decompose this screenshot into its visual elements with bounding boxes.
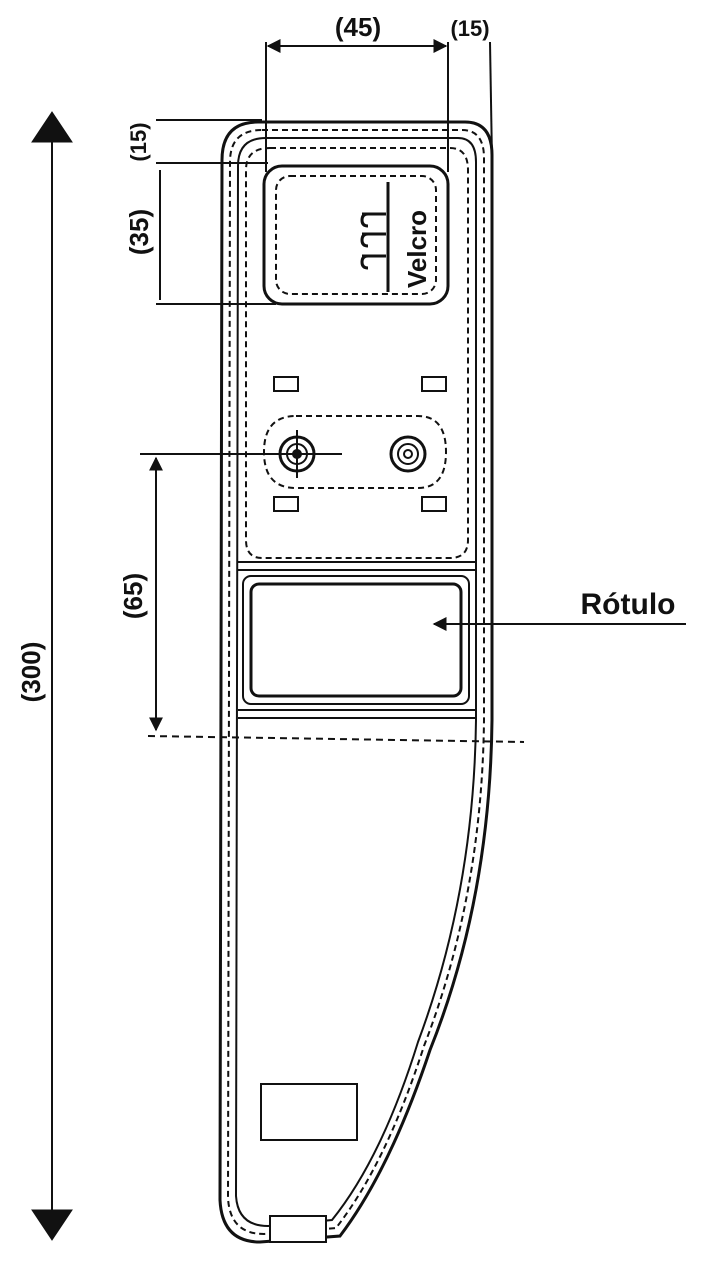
dimension-lines [31, 39, 686, 1241]
dim-35-label: (35) [124, 209, 154, 255]
strap-inner-edge [234, 137, 477, 1228]
dim-15-top-label: (15) [450, 16, 489, 41]
slot-bottom-right [421, 496, 447, 512]
velcro-label: Velcro [402, 210, 432, 288]
dim-65-label: (65) [118, 573, 148, 619]
stud-area [140, 415, 448, 489]
rotulo-label: Rótulo [581, 588, 676, 621]
bottom-tab [269, 1215, 327, 1243]
dim-300-arrow-bottom [31, 1209, 73, 1241]
velcro-pad-stitch [275, 175, 437, 295]
dim-300-label: (300) [16, 642, 46, 703]
stud-area-dashed [262, 415, 448, 489]
label-section [238, 561, 476, 719]
inner-panel-dashed [245, 147, 469, 559]
slot-top-left [273, 376, 299, 392]
bottom-rectangle [260, 1083, 358, 1141]
strap-stitch-outer [226, 129, 485, 1236]
dim-65-ext-dashed [147, 735, 525, 743]
label-window-inner [249, 582, 463, 698]
velcro-pad: Velcro [262, 164, 450, 306]
dim-15-left-label: (15) [126, 122, 151, 161]
label-window-outer [242, 575, 470, 705]
dim-15-top-ext [489, 41, 493, 161]
slots [273, 376, 447, 512]
slot-top-right [421, 376, 447, 392]
dimension-labels: (45) (15) (15) (35) (65) (300) Rótulo [16, 12, 675, 702]
slot-bottom-left [273, 496, 299, 512]
strap-body [218, 120, 494, 1244]
bottom-features [260, 1083, 358, 1243]
inner-panel [245, 147, 469, 559]
strap-outer-edge [218, 120, 494, 1244]
dim-45-label: (45) [335, 12, 381, 42]
stud-right [389, 435, 427, 473]
velcro-pad-outline [262, 164, 450, 306]
dim-300-arrow-top [31, 111, 73, 143]
velcro-hook-icon [360, 182, 390, 292]
